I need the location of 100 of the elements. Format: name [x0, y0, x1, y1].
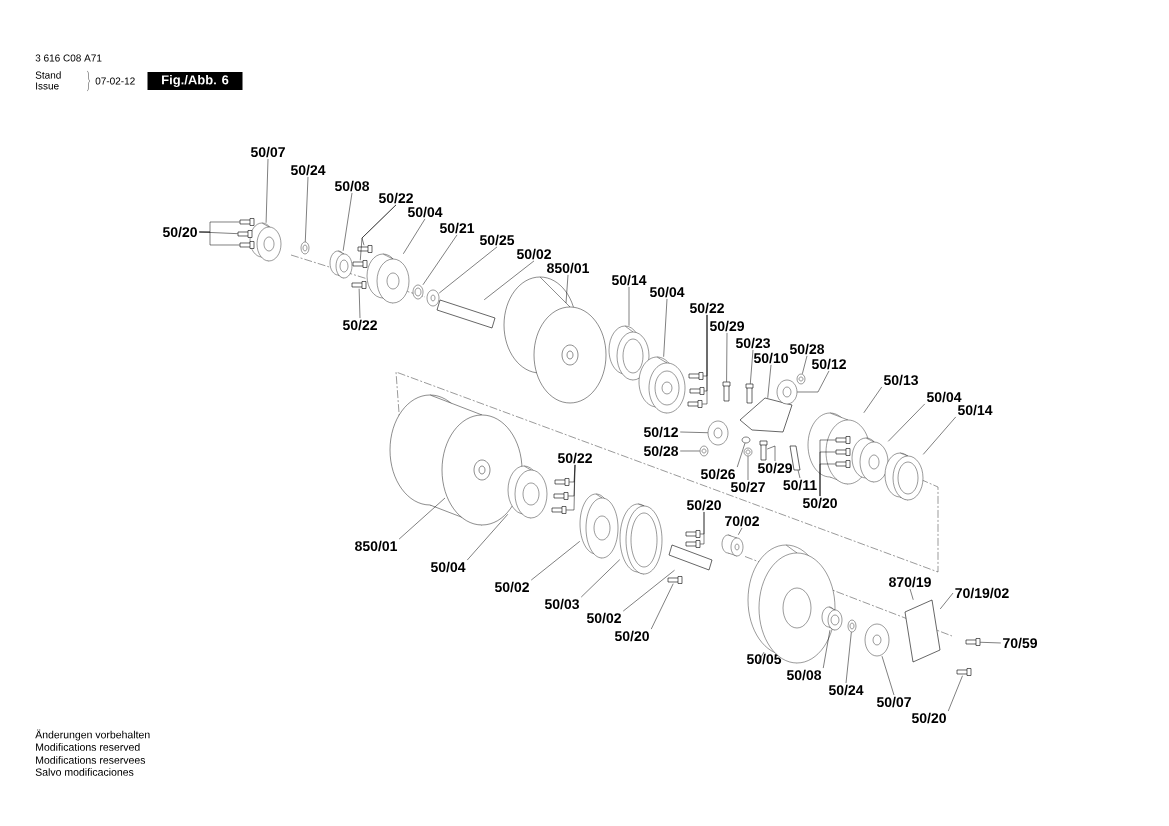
callout-number: 50/14	[957, 404, 993, 416]
screw	[237, 230, 253, 238]
callout-number: 50/07	[876, 696, 911, 708]
figure-label: Fig./Abb. 6	[147, 71, 243, 91]
ring-gear	[619, 503, 663, 575]
callout-number: 50/25	[479, 234, 515, 246]
washer	[300, 241, 310, 255]
shaft	[436, 299, 496, 329]
callout-number: 50/22	[557, 452, 592, 464]
leader-line	[699, 511, 705, 545]
callout-number: 50/07	[250, 146, 285, 158]
circlip	[412, 284, 424, 300]
leader-line	[565, 464, 576, 511]
drum	[503, 276, 607, 404]
washer	[796, 373, 806, 385]
leader-line	[757, 651, 765, 664]
callout-number: 870/19	[889, 576, 931, 588]
screw	[351, 281, 367, 289]
washer	[847, 619, 857, 633]
seal-ring	[884, 452, 924, 501]
leader-line	[922, 416, 957, 455]
leader-line	[565, 274, 569, 304]
part-number: 3 616 C08 A71	[35, 54, 102, 62]
callout-number: 50/08	[334, 180, 370, 192]
flange	[864, 623, 890, 657]
callout-number: 50/04	[407, 206, 443, 218]
leader-line	[422, 234, 458, 286]
date-label: 07-02-12	[95, 77, 135, 85]
leader-line	[863, 386, 883, 414]
screw	[685, 540, 701, 548]
screw	[239, 241, 255, 249]
leader-line	[483, 260, 535, 301]
leader-line	[581, 559, 621, 598]
note-text: Änderungen vorbehalten	[35, 729, 150, 741]
leader-line	[887, 403, 926, 442]
note-text: Modifications reservees	[36, 756, 146, 764]
callout-number: 50/20	[162, 226, 197, 238]
leader-line	[265, 158, 269, 224]
callout-number: 50/21	[439, 222, 475, 234]
leader-line	[438, 246, 498, 294]
screw	[965, 638, 981, 646]
leader-line	[701, 314, 708, 405]
callout-number: 50/27	[730, 481, 765, 493]
leader-line	[467, 514, 509, 561]
bracket-plate	[904, 599, 941, 663]
screw	[835, 448, 851, 456]
screw	[554, 478, 570, 486]
screw	[357, 245, 373, 253]
leader-line	[737, 442, 746, 468]
screw	[722, 381, 731, 402]
note-text: Salvo modificaciones	[35, 768, 134, 776]
callout-number: 50/20	[686, 499, 721, 511]
callout-number: 850/01	[355, 540, 398, 552]
leader-line	[403, 218, 426, 255]
leader-line	[738, 527, 743, 536]
leader-line	[199, 231, 241, 246]
leader-line	[663, 298, 668, 358]
bevel-gear	[776, 379, 798, 405]
callout-number: 50/14	[611, 274, 647, 286]
screw	[239, 218, 255, 226]
issue-label: Issue	[36, 82, 59, 90]
leader-line	[823, 629, 831, 669]
callout-number: 50/29	[757, 462, 792, 474]
leader-line	[342, 192, 353, 252]
shaft	[668, 544, 713, 571]
callout-number: 50/03	[544, 598, 579, 610]
callout-number: 50/24	[290, 164, 326, 176]
callout-number: 50/26	[700, 468, 735, 480]
leader-line	[797, 469, 801, 479]
leader-line	[679, 450, 701, 452]
screw	[745, 383, 754, 404]
leader-line	[398, 497, 446, 540]
hub	[579, 493, 619, 559]
leader-line	[766, 445, 776, 462]
screw	[956, 668, 972, 676]
callout-number: 50/04	[430, 561, 466, 573]
callout-number: 50/23	[735, 337, 770, 349]
leader-line	[767, 364, 772, 399]
leader-line	[747, 455, 749, 481]
callout-number: 50/28	[789, 343, 825, 355]
leader-line	[909, 588, 914, 601]
screw	[835, 436, 851, 444]
washer	[741, 436, 751, 444]
leader-line	[679, 431, 709, 433]
leader-line	[726, 332, 728, 383]
callout-number: 50/10	[753, 352, 788, 364]
leader-line	[530, 541, 581, 581]
pinion	[721, 534, 744, 557]
leader-line	[939, 592, 954, 610]
leader-line	[628, 286, 630, 327]
callout-number: 50/20	[802, 497, 837, 509]
callout-number: 70/59	[1003, 637, 1037, 649]
callout-number: 50/13	[883, 374, 918, 386]
callout-number: 50/02	[494, 581, 529, 593]
callout-number: 50/20	[614, 630, 649, 642]
leader-line	[979, 642, 1002, 644]
leader-line	[948, 675, 963, 712]
disc	[747, 544, 836, 664]
callout-number: 70/02	[725, 515, 759, 527]
screw	[835, 460, 851, 468]
